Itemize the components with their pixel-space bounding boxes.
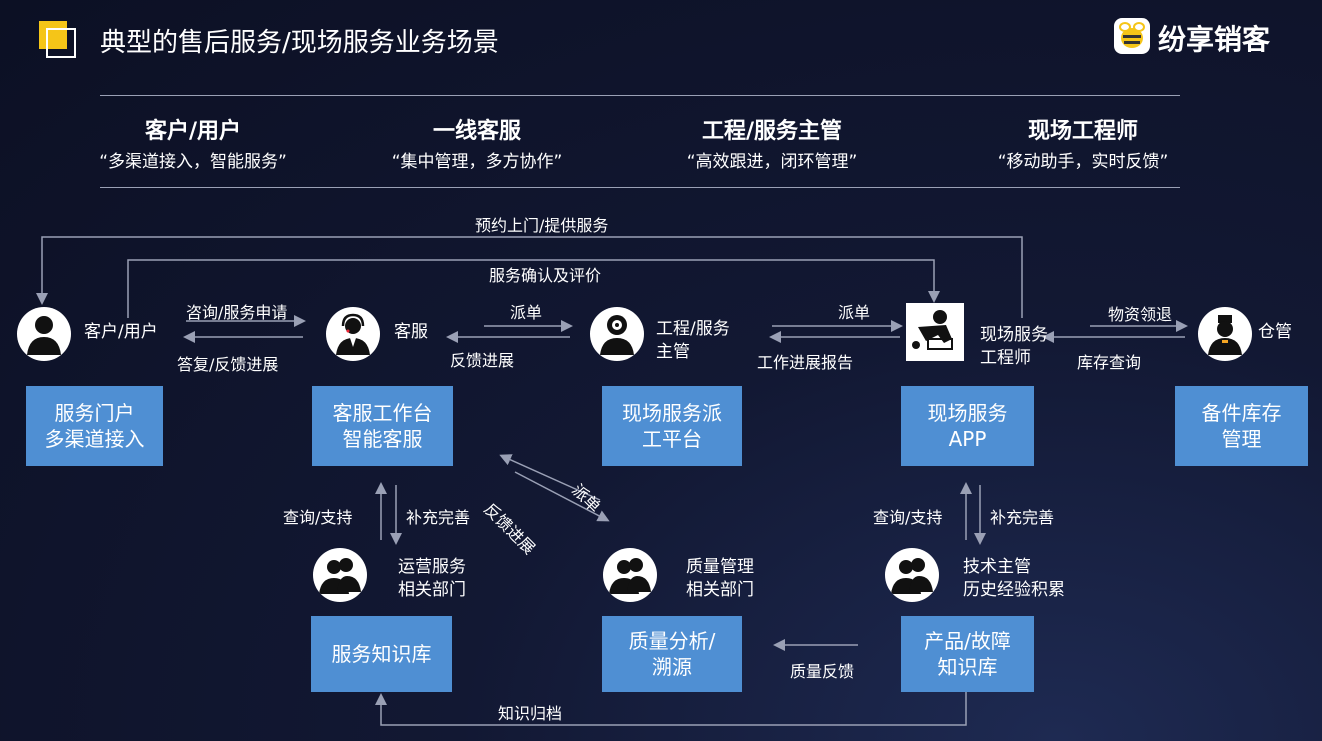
role-manager: 工程/服务主管 “高效跟进，闭环管理” — [652, 113, 892, 172]
flow-label-consult: 咨询/服务申请 — [186, 303, 288, 322]
actor-engineer-line1: 现场服务 — [980, 325, 1048, 345]
actor-manager: 工程/服务 主管 — [656, 318, 730, 364]
brand-logo: 纷享销客 — [1114, 18, 1270, 58]
actor-quality-line2: 相关部门 — [686, 579, 754, 600]
flow-label-stock-query: 库存查询 — [1077, 353, 1142, 372]
person-icon — [17, 307, 71, 361]
box-product-knowledge-base[interactable]: 产品/故障知识库 — [901, 616, 1034, 692]
actor-ops-line1: 运营服务 — [398, 557, 466, 577]
box-quality-analysis[interactable]: 质量分析/溯源 — [602, 616, 742, 692]
box-line: 现场服务派 — [622, 401, 722, 425]
actor-ops: 运营服务 相关部门 — [398, 556, 466, 602]
chef-icon — [1198, 307, 1252, 361]
actor-service: 客服 — [394, 322, 428, 342]
actor-tech-lead: 技术主管 历史经验积累 — [963, 556, 1065, 602]
role-name: 一线客服 — [432, 119, 521, 144]
box-line: 客服工作台 — [332, 401, 433, 425]
actor-quality-line1: 质量管理 — [686, 557, 754, 577]
flow-label-reply: 答复/反馈进展 — [177, 355, 279, 374]
role-slogan: “高效跟进，闭环管理” — [686, 152, 858, 172]
group-icon — [603, 548, 657, 602]
role-name: 工程/服务主管 — [701, 119, 843, 144]
box-line: 溯源 — [652, 655, 692, 679]
title-mark-icon — [38, 20, 78, 60]
box-line: 管理 — [1221, 427, 1262, 451]
actor-ops-line2: 相关部门 — [398, 579, 466, 600]
bee-logo-icon — [1114, 18, 1150, 58]
box-line: 智能客服 — [342, 427, 423, 451]
group-icon — [313, 548, 367, 602]
flow-label-query-support: 查询/支持 — [873, 508, 943, 527]
box-line: 备件库存 — [1201, 401, 1282, 425]
flow-label-supplement: 补充完善 — [990, 508, 1055, 527]
flow-label-dispatch: 派单 — [510, 303, 543, 322]
box-line: APP — [948, 427, 987, 451]
box-parts-inventory[interactable]: 备件库存管理 — [1175, 386, 1308, 466]
logo-text: 纷享销客 — [1158, 23, 1271, 56]
box-service-portal[interactable]: 服务门户多渠道接入 — [26, 386, 163, 466]
actor-manager-line2: 主管 — [656, 341, 690, 362]
flow-label-knowledge-archive: 知识归档 — [498, 704, 563, 723]
role-customer: 客户/用户 “多渠道接入，智能服务” — [73, 113, 313, 172]
flow-label-confirm: 服务确认及评价 — [489, 266, 602, 285]
box-line: 知识库 — [937, 655, 998, 679]
flow-label-progress-report: 工作进展报告 — [757, 353, 854, 372]
role-frontline-service: 一线客服 “集中管理，多方协作” — [357, 113, 597, 172]
role-name: 客户/用户 — [144, 119, 242, 144]
box-line: 现场服务 — [927, 401, 1008, 425]
box-line: 服务门户 — [54, 401, 135, 425]
flow-label-feedback: 反馈进展 — [450, 351, 515, 370]
actor-warehouse: 仓管 — [1258, 322, 1292, 342]
role-field-engineer: 现场工程师 “移动助手，实时反馈” — [963, 113, 1203, 172]
divider-top — [100, 95, 1180, 96]
gear-manager-icon — [590, 307, 644, 361]
actor-engineer-line2: 工程师 — [980, 347, 1031, 368]
box-service-workbench[interactable]: 客服工作台智能客服 — [312, 386, 453, 466]
box-line: 质量分析/ — [628, 629, 716, 653]
divider-bottom — [100, 187, 1180, 188]
box-line: 多渠道接入 — [44, 427, 145, 451]
actor-quality: 质量管理 相关部门 — [686, 556, 754, 602]
flow-label-dispatch: 派单 — [838, 303, 871, 322]
role-slogan: “移动助手，实时反馈” — [997, 152, 1169, 172]
flow-label-quality-feedback: 质量反馈 — [790, 662, 855, 681]
worker-icon — [906, 303, 964, 361]
actor-engineer: 现场服务 工程师 — [980, 324, 1048, 370]
role-slogan: “多渠道接入，智能服务” — [99, 152, 287, 172]
actor-customer: 客户/用户 — [84, 322, 158, 342]
flow-label-appointment: 预约上门/提供服务 — [475, 216, 609, 235]
flow-label-supplement: 补充完善 — [406, 508, 471, 527]
role-name: 现场工程师 — [1027, 119, 1138, 144]
box-service-knowledge-base[interactable]: 服务知识库 — [311, 616, 452, 692]
flow-label-materials: 物资领退 — [1108, 305, 1173, 324]
box-line: 产品/故障 — [924, 629, 1011, 653]
group-icon — [885, 548, 939, 602]
actor-tech-line2: 历史经验积累 — [963, 579, 1065, 600]
box-line: 服务知识库 — [331, 642, 432, 666]
box-line: 工平台 — [642, 427, 702, 451]
box-dispatch-platform[interactable]: 现场服务派工平台 — [602, 386, 742, 466]
flow-label-query-support: 查询/支持 — [283, 508, 353, 527]
page-title: 典型的售后服务/现场服务业务场景 — [100, 28, 499, 58]
role-slogan: “集中管理，多方协作” — [391, 152, 563, 172]
actor-tech-line1: 技术主管 — [963, 557, 1031, 577]
headset-agent-icon — [326, 307, 380, 361]
actor-manager-line1: 工程/服务 — [656, 319, 730, 339]
